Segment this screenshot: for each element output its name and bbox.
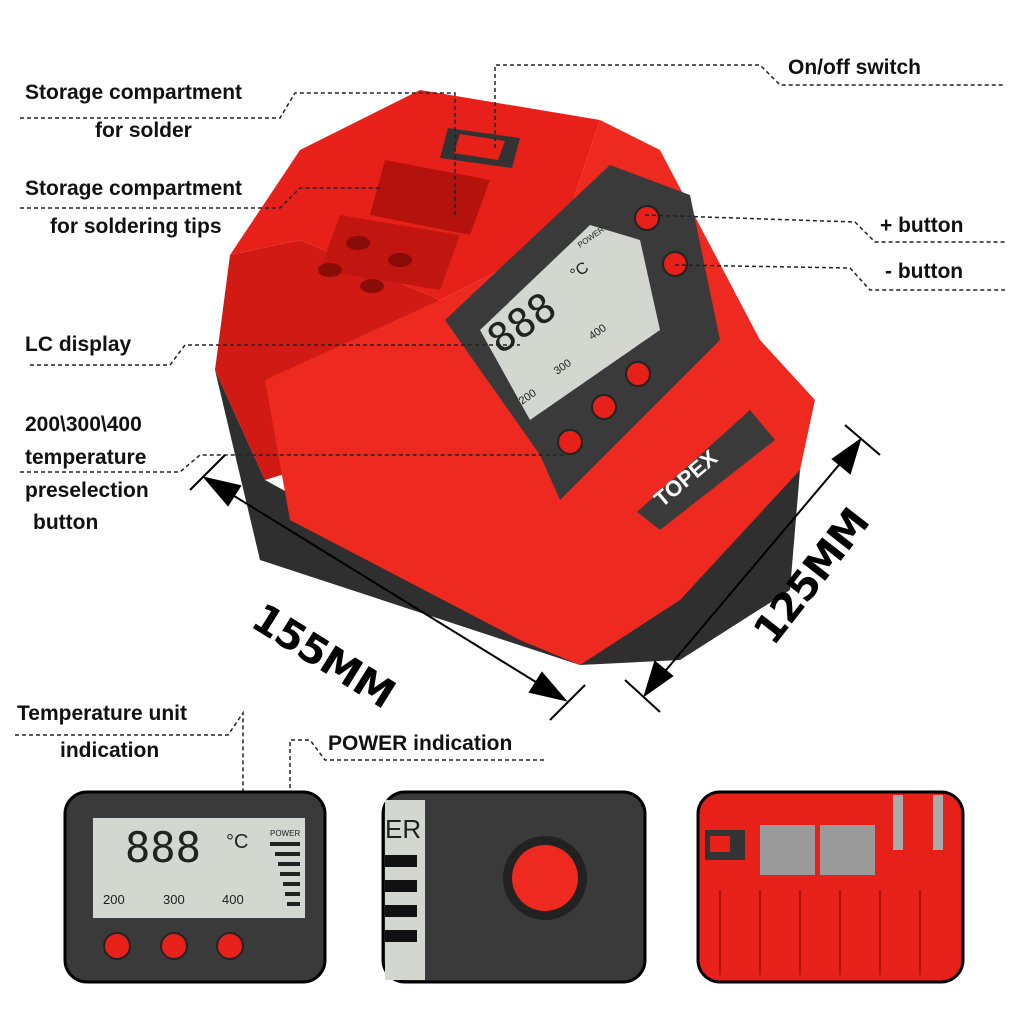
inset-preset-200: 200 [103,892,125,907]
label-power-indication: POWER indication [328,732,513,755]
inset-lcd-digits: 888 [125,823,201,872]
solder-compartment [370,160,490,235]
label-lc-display: LC display [25,333,132,356]
label-solder-storage-line2: for solder [95,119,192,142]
label-plus-button: + button [880,214,964,237]
label-minus-button: - button [885,260,964,283]
preset-button-200[interactable] [557,429,583,455]
dimension-arrows [189,424,881,721]
label-preselection-line3: preselection [25,479,149,502]
label-solder-storage-line1: Storage compartment [25,81,243,104]
inset-button: ER [381,790,647,984]
inset-preset-400: 400 [222,892,244,907]
label-tips-storage-line2: for soldering tips [50,215,222,238]
inset-power-text: ER [385,814,421,844]
label-preselection-line1: 200\300\400 [25,413,142,436]
inset-lcd-power: POWER [270,829,300,838]
label-preselection-line2: temperature [25,446,147,469]
label-preselection-line4: button [33,511,99,534]
inset-display: 888 °C POWER 200 300 400 [63,790,327,984]
plus-button[interactable] [634,205,660,231]
tip-holes [318,236,412,293]
leader-lines [15,64,1005,830]
inset-storage [696,790,965,984]
inset-preset-300: 300 [163,892,185,907]
preset-button-400[interactable] [625,361,651,387]
lc-display [480,225,660,420]
logo-plate [637,410,775,530]
label-tips-storage-line1: Storage compartment [25,177,243,200]
label-on-off: On/off switch [788,56,921,79]
minus-button[interactable] [662,251,688,277]
label-temp-unit-line2: indication [60,739,160,762]
tips-compartment [320,215,460,290]
inset-lcd-unit: °C [226,831,248,853]
preset-button-300[interactable] [591,394,617,420]
label-temp-unit-line1: Temperature unit [17,702,187,725]
